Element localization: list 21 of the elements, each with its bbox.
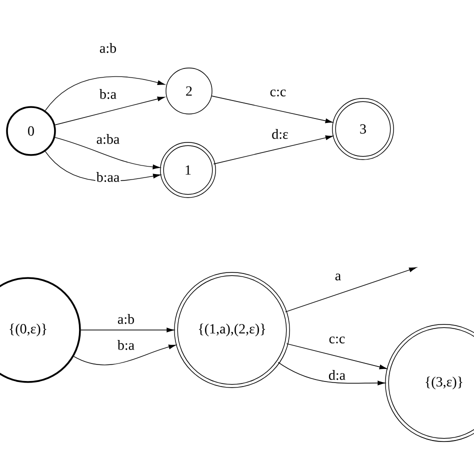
arrow <box>213 135 333 164</box>
arrow <box>54 137 160 170</box>
arrow <box>73 344 176 366</box>
arrow <box>44 76 165 111</box>
arrow <box>285 267 417 312</box>
edge-label: b:a <box>116 339 136 351</box>
edge-label: c:c <box>328 336 346 344</box>
edge-label: a:b <box>98 42 118 54</box>
edge-label: a:ba <box>95 133 121 145</box>
edge-label: d:a <box>327 369 347 381</box>
edge-label: b:a <box>98 88 118 100</box>
edge-label: b:aa <box>95 171 121 183</box>
edge-label: a <box>334 272 342 282</box>
arrow <box>286 343 387 370</box>
arrow <box>54 96 165 126</box>
arrow <box>80 328 174 332</box>
arrow <box>211 96 333 124</box>
edge-label: d:ε <box>270 128 290 140</box>
arrow <box>278 362 386 386</box>
edge-label: a:b <box>116 313 136 325</box>
edge-label: c:c <box>268 88 288 98</box>
